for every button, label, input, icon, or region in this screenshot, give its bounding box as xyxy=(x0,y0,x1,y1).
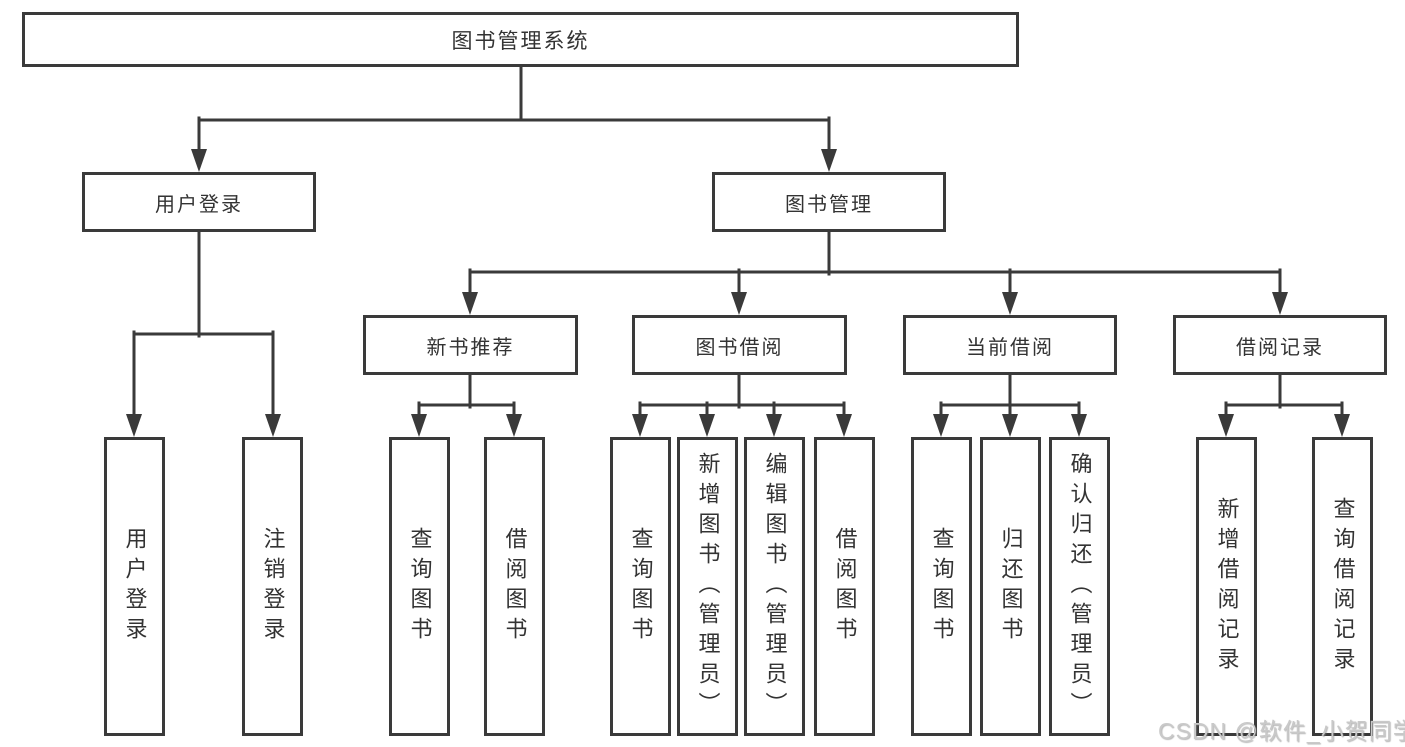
leaf-return-books: 归还图书 xyxy=(980,437,1041,736)
leaf-confirm-return-admin: 确认归还（管理员） xyxy=(1049,437,1110,736)
node-borrowing-records: 借阅记录 xyxy=(1173,315,1387,375)
node-root: 图书管理系统 xyxy=(22,12,1019,67)
node-current-borrowing: 当前借阅 xyxy=(903,315,1117,375)
leaf-add-books-admin: 新增图书（管理员） xyxy=(677,437,738,736)
leaf-edit-books-admin: 编辑图书（管理员） xyxy=(744,437,805,736)
leaf-borrow-books-borrowing: 借阅图书 xyxy=(814,437,875,736)
leaf-query-books-recommend: 查询图书 xyxy=(389,437,450,736)
node-book-management: 图书管理 xyxy=(712,172,946,232)
node-book-borrowing: 图书借阅 xyxy=(632,315,847,375)
leaf-add-borrow-record: 新增借阅记录 xyxy=(1196,437,1257,736)
leaf-query-books-current: 查询图书 xyxy=(911,437,972,736)
node-user-login: 用户登录 xyxy=(82,172,316,232)
leaf-user-login: 用户登录 xyxy=(104,437,165,736)
leaf-query-borrow-record: 查询借阅记录 xyxy=(1312,437,1373,736)
watermark: CSDN @软件_小贺同学 xyxy=(1158,718,1405,744)
leaf-borrow-books-recommend: 借阅图书 xyxy=(484,437,545,736)
leaf-query-books-borrowing: 查询图书 xyxy=(610,437,671,736)
leaf-logout-login: 注销登录 xyxy=(242,437,303,736)
node-new-book-recommendation: 新书推荐 xyxy=(363,315,578,375)
